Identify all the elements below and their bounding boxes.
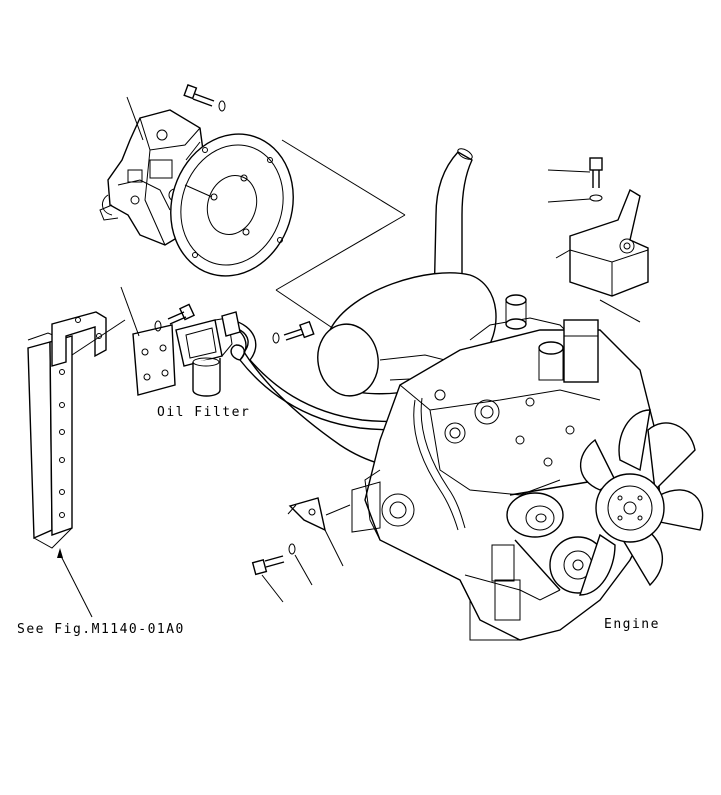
bracket-bolt xyxy=(251,543,313,603)
engine-label: Engine xyxy=(604,617,660,632)
exhaust-pipe xyxy=(433,148,473,306)
flywheel-housing xyxy=(170,133,294,277)
small-clamp-bracket xyxy=(287,497,351,567)
oil-filter-assembly xyxy=(120,286,233,397)
fan-belt xyxy=(509,479,601,591)
oil-filter-cartridge xyxy=(192,357,221,397)
see-fig-arrow xyxy=(57,548,93,618)
alternator xyxy=(506,492,564,538)
engine-mount-bolt xyxy=(547,157,603,203)
hose-bolt xyxy=(272,320,315,344)
see-fig-reference[interactable]: See Fig.M1140-01A0 xyxy=(17,622,185,637)
pump-mounting-bolt xyxy=(183,84,226,112)
leader-filter xyxy=(120,286,140,337)
oil-filter-label: Oil Filter xyxy=(157,405,251,420)
support-bracket xyxy=(27,311,126,549)
engine-mount-bracket xyxy=(555,188,649,323)
filter-bracket-bolt xyxy=(154,303,195,332)
hydraulic-pump-assembly xyxy=(99,84,294,277)
leader-pump xyxy=(126,96,144,141)
engine-assembly xyxy=(317,148,704,641)
cooling-fan xyxy=(579,409,704,596)
oil-filter-bracket xyxy=(132,324,176,396)
